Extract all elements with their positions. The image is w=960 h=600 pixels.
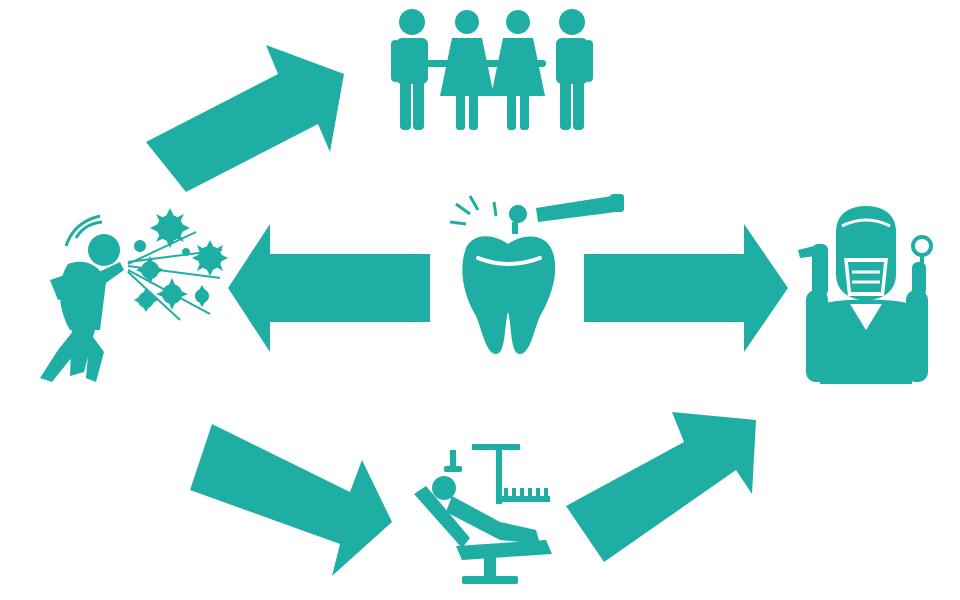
germ-icon [195, 285, 209, 307]
dental-chair-patient-icon [414, 444, 552, 584]
arrow-right-icon [584, 224, 788, 352]
germ-icon [136, 256, 164, 284]
germ-icon [134, 288, 158, 312]
people-group-icon [391, 9, 593, 130]
arrow-left-icon [228, 224, 430, 352]
germ-icon [192, 240, 228, 276]
tooth-drill-icon [449, 194, 624, 354]
germ-icon [150, 208, 190, 248]
arrow-down-right-icon [190, 424, 392, 576]
masked-dentist-icon [798, 206, 933, 384]
arrow-up-right-icon [146, 45, 344, 192]
arrow-up-right-icon [566, 412, 756, 562]
sneezing-person-icon [40, 208, 228, 382]
germ-icon [156, 278, 188, 310]
